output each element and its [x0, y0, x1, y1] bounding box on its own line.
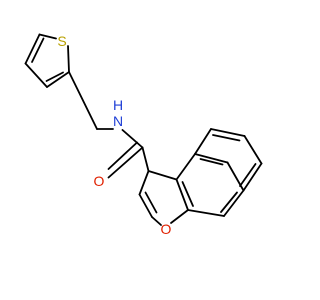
molecule-structure: S N H O O — [0, 0, 300, 300]
hydrogen-atom-label: H — [113, 97, 123, 113]
bond-ringa-4-double — [220, 191, 238, 213]
bond-ringa-4 — [223, 189, 245, 217]
bond-furan-c3a-c3 — [147, 170, 178, 181]
bond-ringb-3 — [243, 135, 263, 165]
bond-thiophene-c5-c4 — [24, 33, 41, 65]
bond-furan-c2-o — [151, 216, 162, 226]
background — [0, 0, 300, 300]
bond-thiophene-s-c2 — [67, 45, 70, 73]
bond-n-carbonyl — [121, 129, 144, 149]
sulfur-atom-label: S — [57, 33, 66, 49]
bond-furan-c3-c2 — [138, 193, 153, 218]
bond-ringa-2 — [194, 153, 229, 164]
bond-c2-ch2 — [68, 71, 98, 130]
atom-labels: S N H O O — [57, 33, 171, 237]
bond-thiophene-c5-c4-double — [31, 37, 45, 63]
bond-thiophene-c2-c3-double — [45, 71, 64, 82]
bond-furan-c7a-c3a — [175, 178, 189, 211]
bond-ringa-inner-double — [181, 181, 194, 207]
carbonyl-oxygen-atom-label: O — [94, 173, 105, 189]
bond-thiophene-c3-c5 — [24, 62, 48, 88]
bond-furan-o-c7a — [170, 209, 189, 224]
bonds — [24, 33, 263, 226]
bond-ch2-furan — [138, 170, 150, 196]
bond-ringb-2 — [210, 128, 246, 137]
bond-ringa-1 — [175, 153, 196, 181]
nitrogen-atom-label: N — [113, 113, 123, 129]
bond-ringb-4 — [242, 162, 263, 192]
bond-ringb-1 — [194, 128, 212, 155]
bond-thiophene-c4-s — [38, 33, 57, 40]
bond-carbonyl-o — [107, 146, 144, 179]
bond-carbonyl-o-double — [107, 141, 138, 170]
bond-thiophene-c2-c3 — [46, 71, 70, 88]
bond-ringb-4-double — [239, 163, 257, 187]
bond-furan-c3-c2-double — [144, 191, 158, 214]
bond-ringb-2-double — [212, 134, 241, 142]
bond-carbonyl-ch2 — [141, 146, 150, 172]
bond-ringa-5 — [187, 209, 225, 217]
furan-oxygen-atom-label: O — [161, 221, 172, 237]
bond-ringa-2-double — [199, 158, 224, 166]
